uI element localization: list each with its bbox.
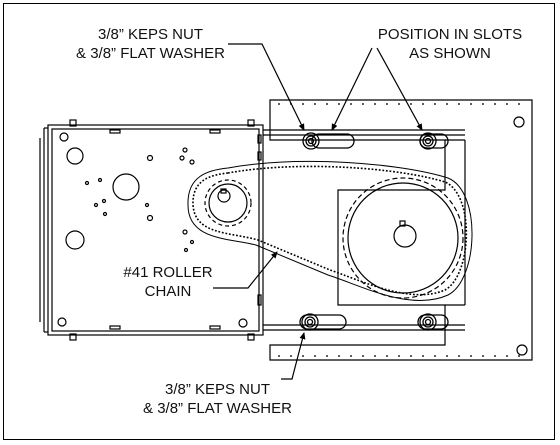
leader-line-slots-right (376, 47, 423, 131)
slot-bolt-bottom-right (417, 313, 449, 331)
callout-position-in-slots-line1: POSITION IN SLOTS (377, 26, 523, 43)
callout-position-in-slots-line2: AS SHOWN (409, 45, 491, 62)
figure-frame (3, 3, 555, 440)
motor-base-plate (39, 119, 465, 341)
callout-keps-nut-top-line1: 3/8” KEPS NUT (97, 26, 204, 43)
large-driven-sprocket (342, 177, 464, 299)
slot-bolt-top-right (419, 132, 449, 150)
slot-bolt-bottom-left (299, 313, 347, 331)
callout-roller-chain-line1: #41 ROLLER (123, 264, 213, 281)
leader-line-chain (213, 251, 278, 289)
callout-position-in-slots: POSITION IN SLOTS AS SHOWN (360, 25, 540, 63)
roller-chain (187, 160, 473, 301)
callout-keps-nut-bottom: 3/8” KEPS NUT & 3/8” FLAT WASHER (115, 380, 320, 418)
callout-keps-nut-top: 3/8” KEPS NUT & 3/8” FLAT WASHER (48, 25, 253, 63)
leader-line-slots-left (331, 47, 373, 131)
callout-roller-chain-line2: CHAIN (144, 283, 192, 300)
slot-bolt-top-left (302, 132, 355, 150)
callout-keps-nut-top-line2: & 3/8” FLAT WASHER (76, 45, 225, 62)
leader-line-top-left (228, 43, 305, 131)
callout-roller-chain: #41 ROLLER CHAIN (118, 263, 218, 301)
callout-keps-nut-bottom-line2: & 3/8” FLAT WASHER (143, 400, 292, 417)
small-drive-sprocket (204, 179, 252, 227)
callout-keps-nut-bottom-line1: 3/8” KEPS NUT (164, 381, 271, 398)
leader-line-bottom (281, 332, 306, 380)
